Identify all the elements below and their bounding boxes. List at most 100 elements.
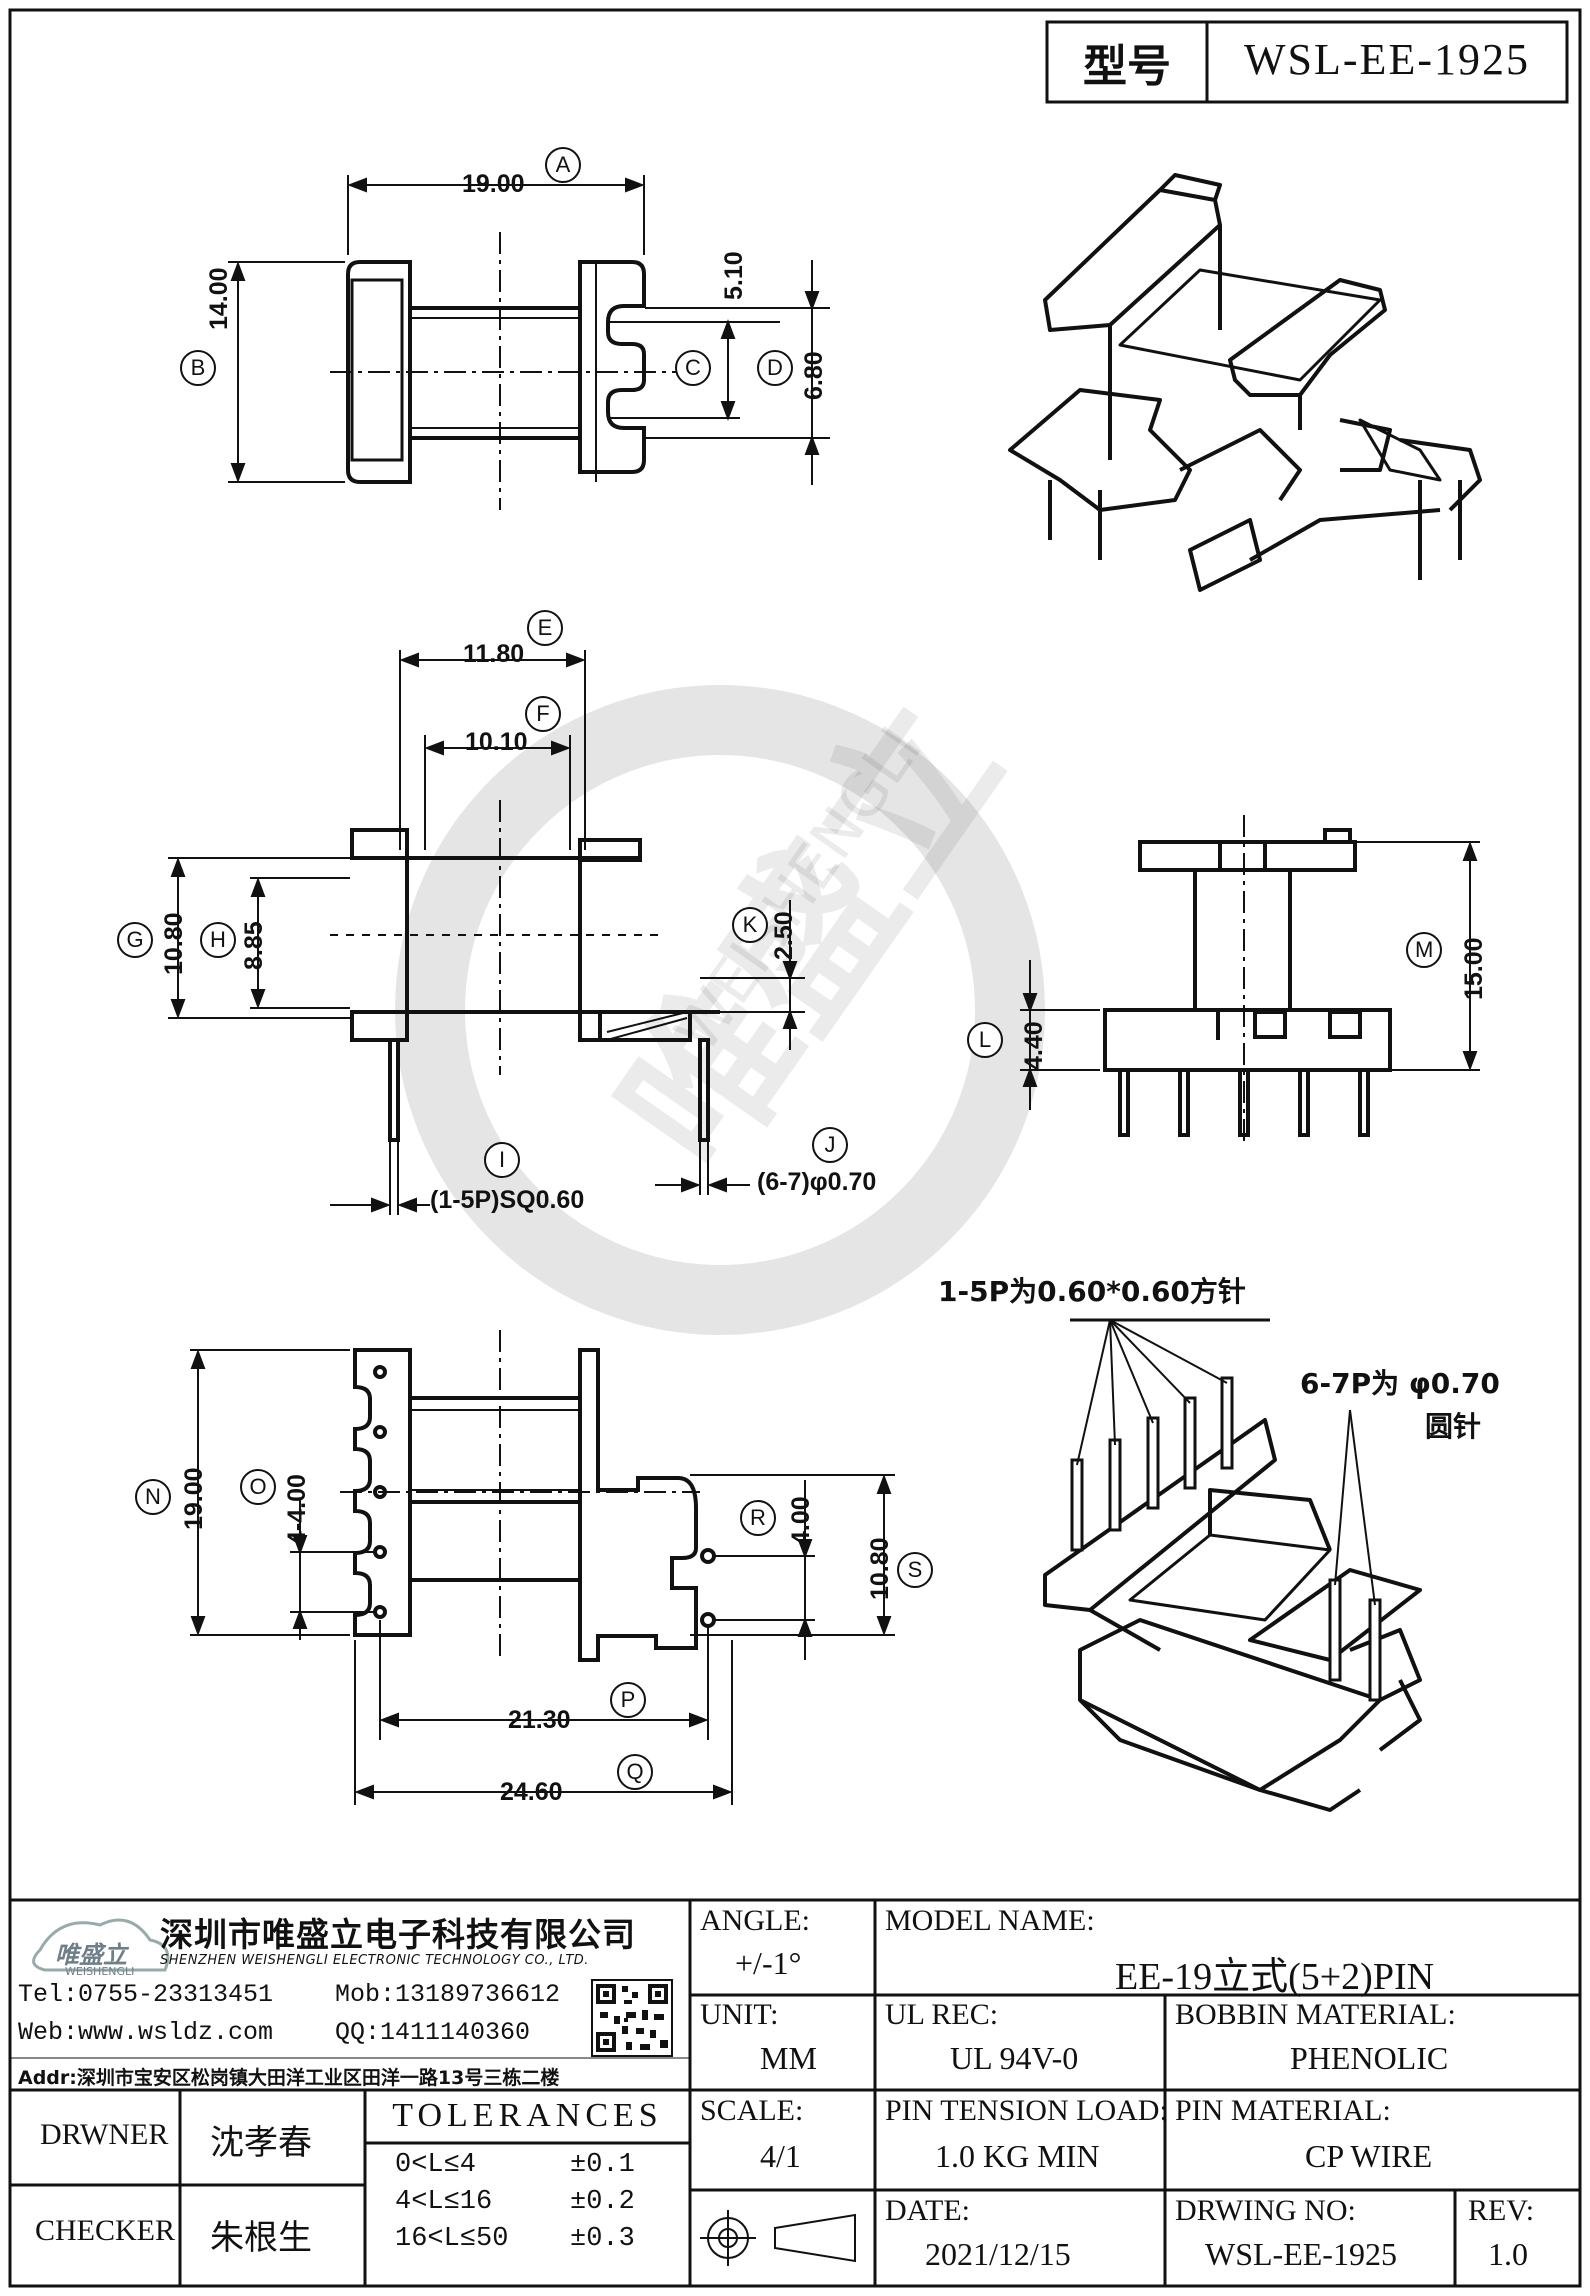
bobbin-material-label: BOBBIN MATERIAL: [1175, 1998, 1456, 2031]
checker-value: 朱根生 [210, 2218, 312, 2258]
dim-P-value: 21.30 [508, 1706, 571, 1734]
tag-B: B [190, 355, 206, 380]
model-label: 型号 [1083, 41, 1171, 92]
dim-J-value: (6-7)φ0.70 [757, 1168, 877, 1196]
tag-G-circle [117, 922, 153, 958]
tag-D-circle [757, 350, 793, 386]
tag-J: J [824, 1132, 836, 1157]
tag-I-circle [484, 1142, 520, 1178]
note-pins-1-5: 1-5P为0.60*0.60方针 [938, 1275, 1246, 1308]
ul-value: UL 94V-0 [950, 2040, 1079, 2076]
company-logo-en: WEISHENGLI [65, 1965, 135, 1978]
drawing-no-value: WSL-EE-1925 [1205, 2236, 1397, 2272]
dim-E-value: 11.80 [463, 640, 525, 668]
unit-value: MM [760, 2040, 817, 2076]
tag-P-circle [610, 1682, 646, 1718]
tag-N: N [145, 1484, 161, 1509]
tag-M: M [1415, 937, 1434, 962]
tag-J-circle [812, 1127, 848, 1163]
tag-B-circle [180, 350, 216, 386]
drawer-value: 沈孝春 [210, 2123, 312, 2163]
tolerance-value-1: ±0.1 [570, 2150, 635, 2180]
dim-A-value: 19.00 [462, 170, 525, 198]
company-address: Addr:深圳市宝安区松岗镇大田洋工业区田洋一路13号三栋二楼 [18, 2067, 560, 2089]
pin-material-label: PIN MATERIAL: [1175, 2094, 1391, 2127]
tag-I: I [498, 1147, 506, 1172]
tag-R-circle [740, 1500, 776, 1536]
tag-G: G [126, 927, 144, 952]
model-number: WSL-EE-1925 [1244, 35, 1530, 84]
note-pins-6-7-line1: 6-7P为 φ0.70 [1300, 1367, 1500, 1400]
company-mob: Mob:13189736612 [335, 1980, 561, 2009]
tag-S: S [907, 1557, 923, 1582]
dim-Q-value: 24.60 [500, 1778, 563, 1806]
angle-value: +/-1° [735, 1945, 802, 1981]
model-name-label: MODEL NAME: [885, 1904, 1095, 1937]
scale-label: SCALE: [700, 2094, 804, 2127]
tolerance-value-3: ±0.3 [570, 2224, 635, 2254]
bobbin-material-value: PHENOLIC [1290, 2040, 1449, 2076]
tag-P: P [620, 1687, 636, 1712]
tag-F-circle [525, 696, 561, 732]
date-label: DATE: [885, 2194, 970, 2227]
pin-tension-value: 1.0 KG MIN [935, 2138, 1100, 2174]
drawer-label: DRWNER [40, 2118, 169, 2151]
tag-R: R [750, 1505, 766, 1530]
pin-tension-label: PIN TENSION LOAD: [885, 2094, 1168, 2127]
tag-H: H [210, 927, 226, 952]
tag-Q-circle [617, 1754, 653, 1790]
angle-label: ANGLE: [700, 1904, 810, 1937]
company-name-en: SHENZHEN WEISHENGLI ELECTRONIC TECHNOLOG… [160, 1953, 589, 1968]
tag-C-circle [675, 350, 711, 386]
company-name-cn: 深圳市唯盛立电子科技有限公司 [160, 1915, 636, 1954]
tag-M-circle [1406, 932, 1442, 968]
date-value: 2021/12/15 [925, 2236, 1071, 2272]
company-logo-cn: 唯盛立 [55, 1941, 127, 1969]
tag-C: C [685, 355, 701, 380]
tag-L: L [978, 1027, 992, 1052]
tolerance-range-3: 16<L≤50 [395, 2224, 509, 2254]
tag-O: O [249, 1474, 267, 1499]
rev-label: REV: [1468, 2194, 1535, 2227]
drawing-no-label: DRWING NO: [1175, 2194, 1356, 2227]
pin-material-value: CP WIRE [1305, 2138, 1433, 2174]
tag-F: F [536, 701, 550, 726]
tag-N-circle [135, 1479, 171, 1515]
tag-K: K [742, 912, 758, 937]
company-web: Web:www.wsldz.com [18, 2018, 274, 2047]
tag-A: A [555, 152, 571, 177]
tag-A-circle [545, 147, 581, 183]
tag-O-circle [240, 1469, 276, 1505]
unit-label: UNIT: [700, 1998, 779, 2031]
tag-E: E [537, 615, 553, 640]
tolerance-range-2: 4<L≤16 [395, 2187, 493, 2217]
tag-Q: Q [626, 1759, 644, 1784]
tolerance-value-2: ±0.2 [570, 2187, 635, 2217]
company-tel: Tel:0755-23313451 [18, 1980, 274, 2009]
dim-F-value: 10.10 [465, 728, 528, 756]
tolerances-heading: TOLERANCES [392, 2097, 663, 2134]
company-qq: QQ:1411140360 [335, 2018, 531, 2047]
tag-S-circle [897, 1552, 933, 1588]
tag-L-circle [967, 1022, 1003, 1058]
tag-D: D [767, 355, 783, 380]
ul-label: UL REC: [885, 1998, 999, 2031]
note-pins-6-7-line2: 圆针 [1425, 1410, 1482, 1443]
tolerance-range-1: 0<L≤4 [395, 2150, 477, 2180]
tag-E-circle [527, 610, 563, 646]
model-name-value: EE-19立式(5+2)PIN [1115, 1956, 1435, 1998]
scale-value: 4/1 [760, 2138, 801, 2174]
tag-K-circle [732, 907, 768, 943]
tag-H-circle [200, 922, 236, 958]
